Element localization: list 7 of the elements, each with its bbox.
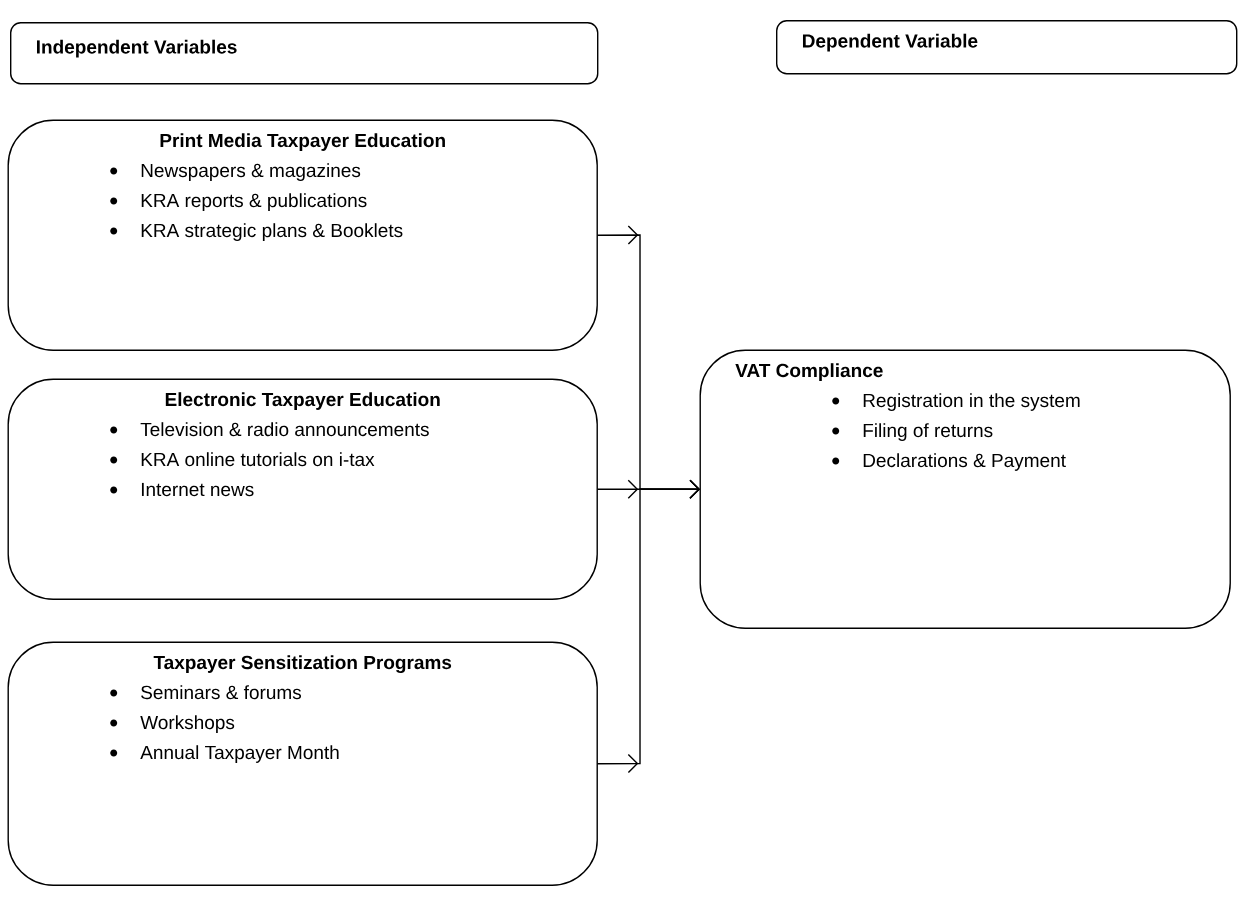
variable-box: Print Media Taxpayer Education Newspapers & magazines KRA reports & publications KRA strategic plans & Booklets (7, 119, 598, 351)
variable-box: Taxpayer Sensitization Programs Seminars & forums Workshops Annual Taxpayer Month (7, 641, 598, 886)
heading-box: Independent Variables (10, 22, 599, 85)
variable-box: Electronic Taxpayer Education Television & radio announcements KRA online tutorials on i-tax Internet news (7, 378, 598, 600)
heading-box: Dependent Variable (776, 20, 1238, 75)
arrow (596, 479, 700, 774)
variable-box: VAT Compliance Registration in the system Filing of returns Declarations & Payment (699, 349, 1231, 629)
